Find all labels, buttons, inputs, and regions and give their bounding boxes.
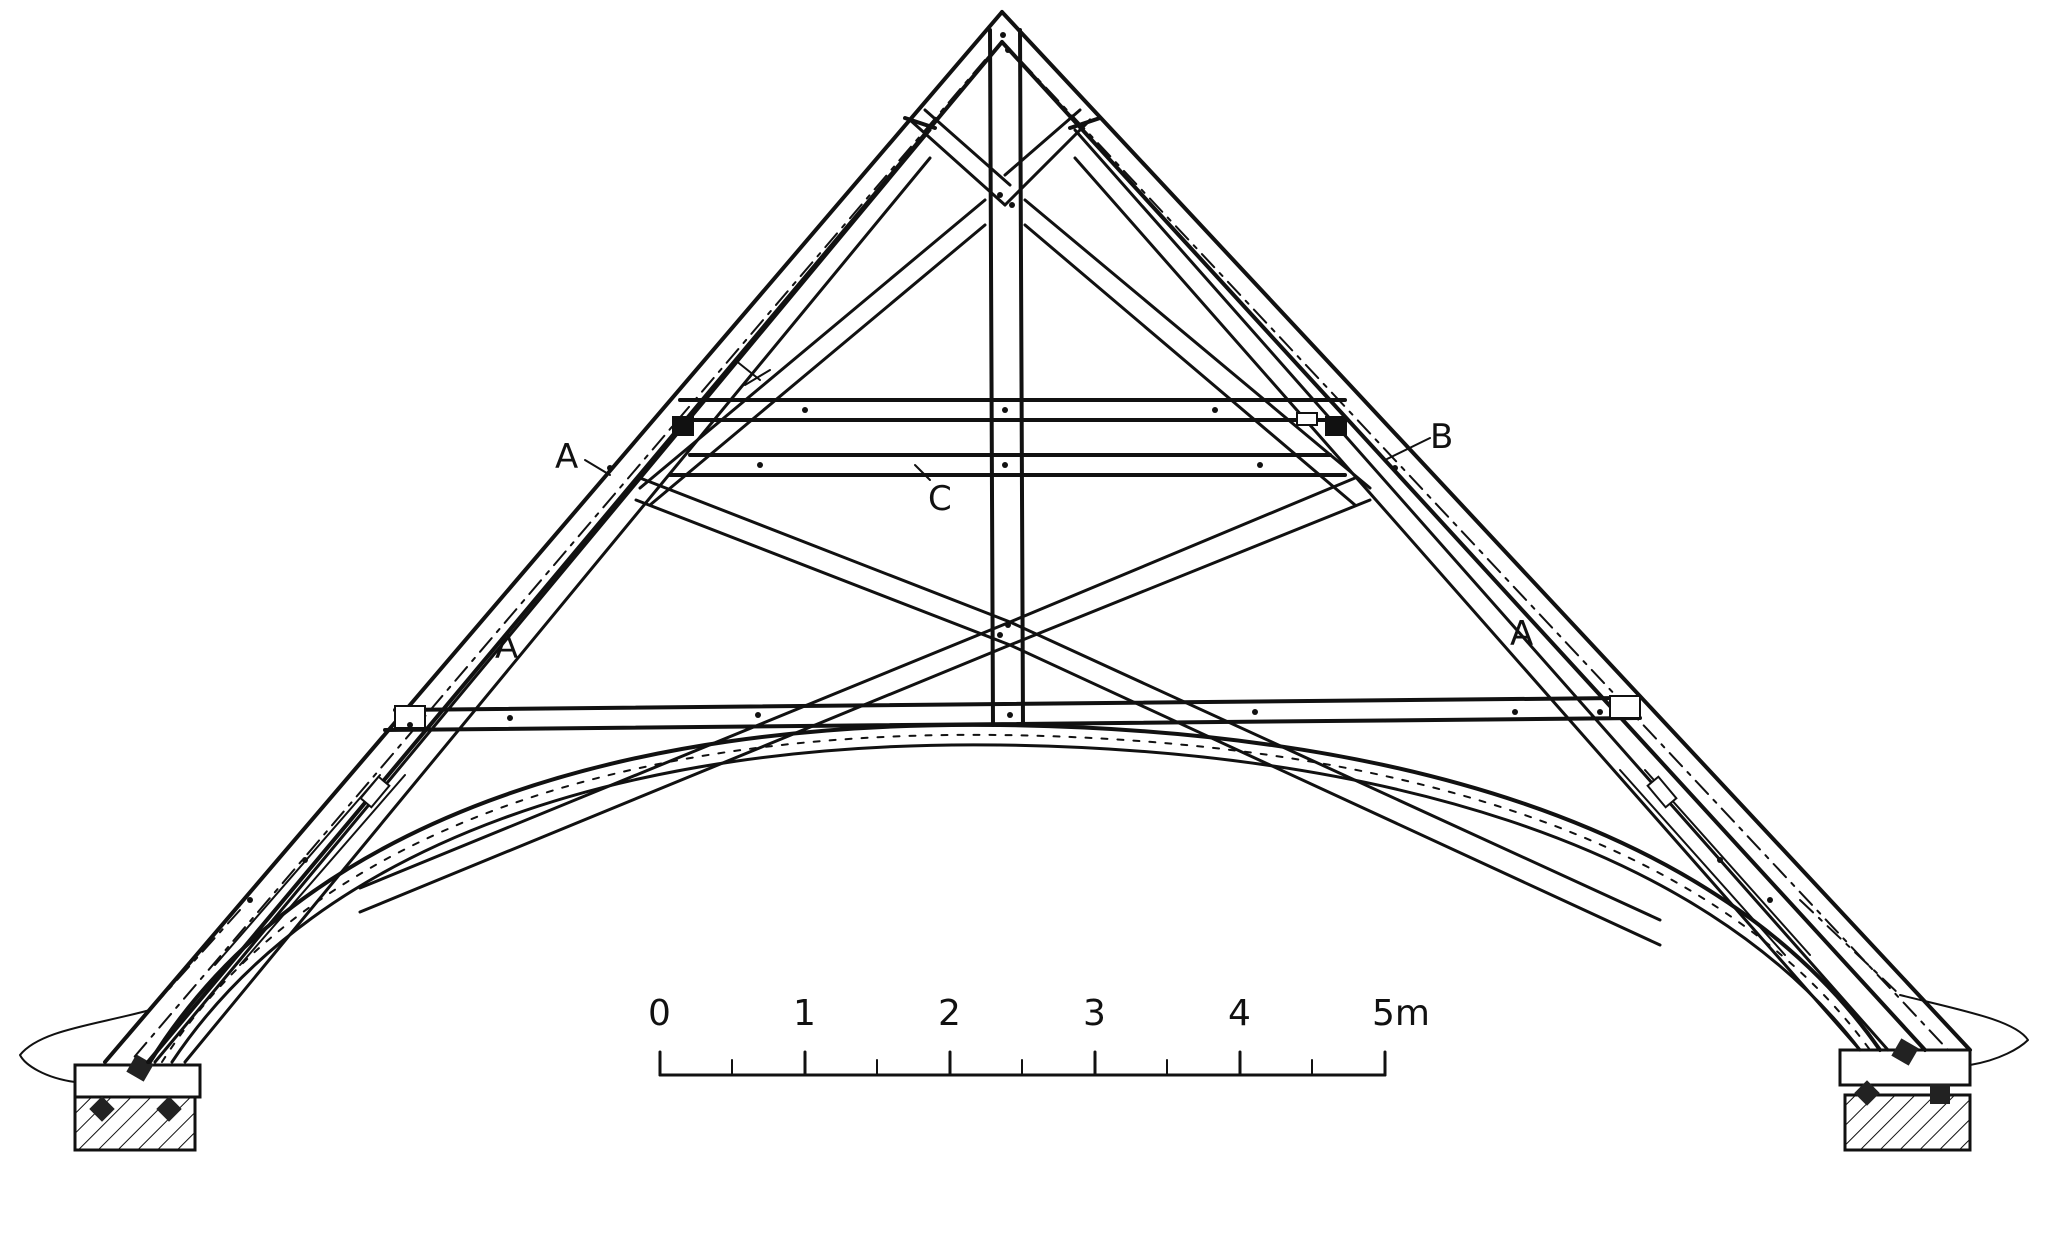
arched-brace <box>148 722 1882 1064</box>
leader-b <box>1384 437 1431 461</box>
member-labels: A A A B C <box>495 417 1533 667</box>
principal-rafters <box>103 10 1972 1064</box>
label-b: B <box>1430 417 1453 457</box>
label-a-left: A <box>495 627 518 667</box>
leader-c <box>914 464 931 481</box>
small-dimension-mark <box>734 359 771 386</box>
label-c: C <box>928 479 952 519</box>
apex-braces <box>903 108 1102 207</box>
label-a-right: A <box>1510 614 1533 654</box>
upper-diagonal-struts <box>638 198 1372 507</box>
scale-tick-5m: 5m <box>1372 993 1430 1034</box>
right-wall-support <box>1838 994 2029 1152</box>
collar-beams <box>668 398 1347 477</box>
lower-rafter-strips <box>214 769 1811 966</box>
scale-bar: 0 1 2 3 4 5m <box>648 993 1430 1077</box>
label-a-upper-left: A <box>555 437 578 477</box>
x-braces <box>358 476 1662 947</box>
leader-a-upper-left <box>584 459 611 476</box>
joinery-pegs <box>247 32 1773 903</box>
scale-tick-3: 3 <box>1083 993 1106 1034</box>
scale-tick-4: 4 <box>1228 993 1251 1034</box>
scale-tick-2: 2 <box>938 993 961 1034</box>
scale-tick-0: 0 <box>648 993 671 1034</box>
scale-tick-1: 1 <box>793 993 816 1034</box>
